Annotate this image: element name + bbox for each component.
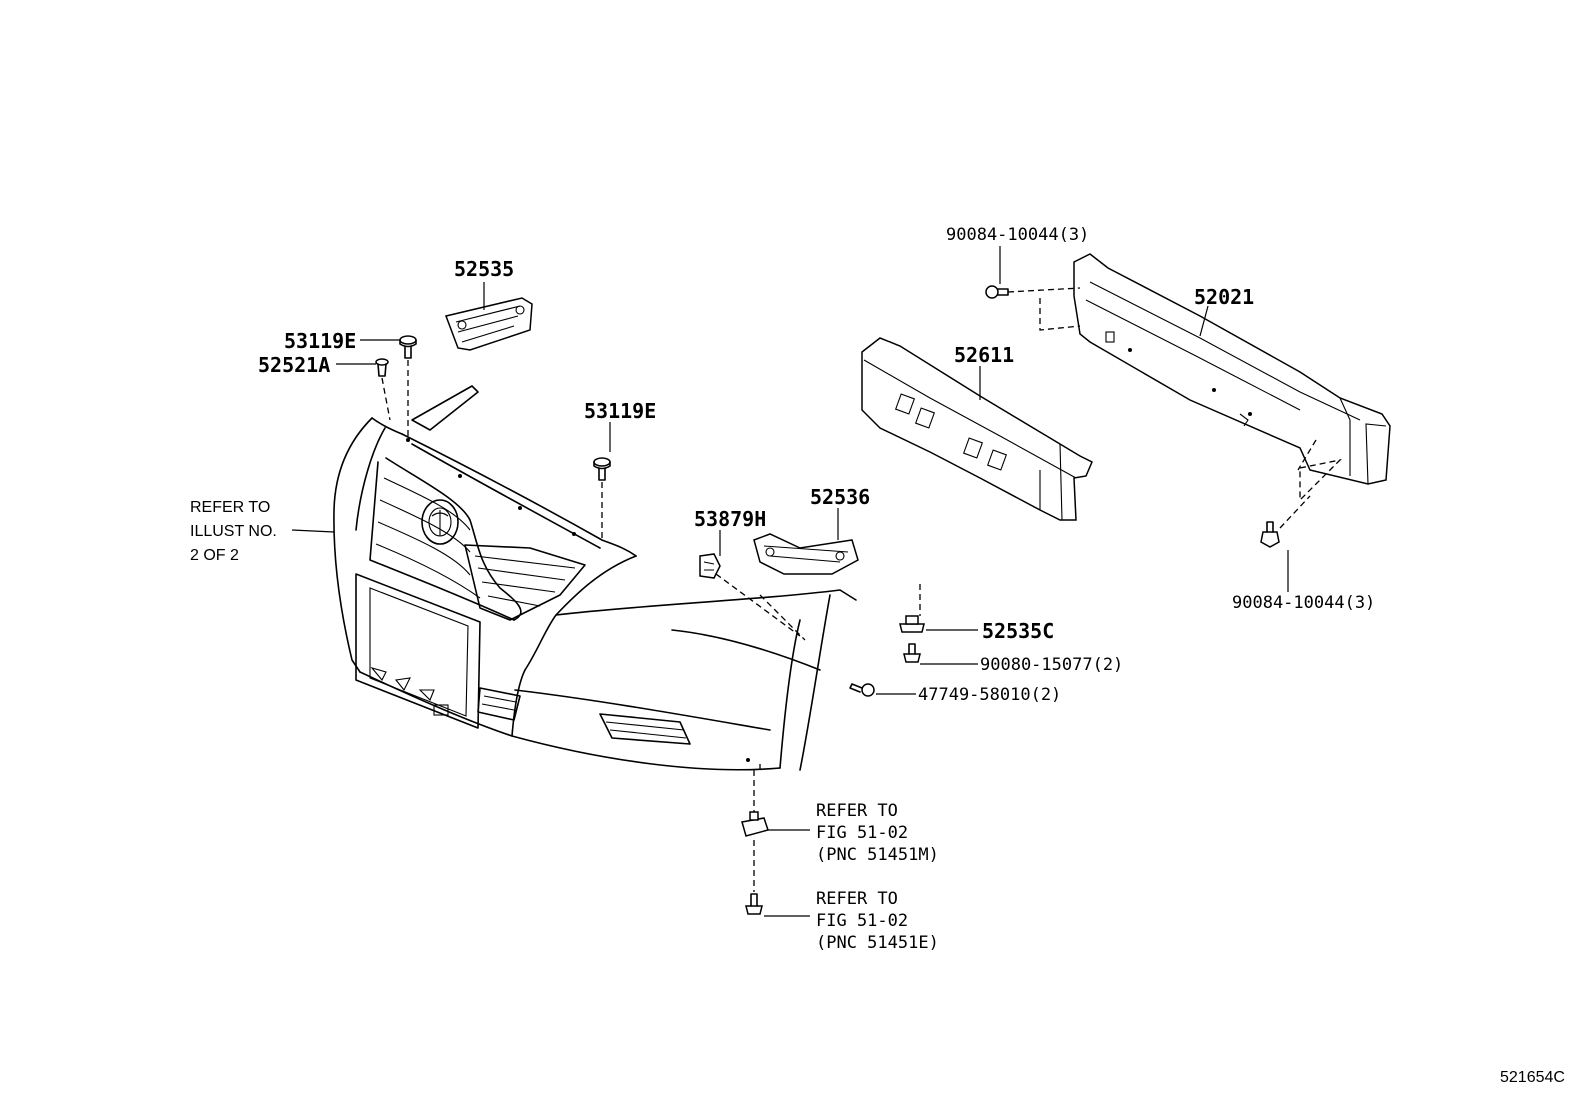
callout-90080: 90080-15077(2) <box>980 655 1123 675</box>
diagram-id: 521654C <box>1500 1069 1565 1086</box>
callout-52021: 52021 <box>1194 285 1254 309</box>
callout-52535c: 52535C <box>982 619 1054 643</box>
reinforcement-52021-drawing <box>1073 253 1391 485</box>
callout-53119e-top: 53119E <box>284 329 356 353</box>
note-line: REFER TO <box>816 801 898 821</box>
callout-53119e-mid: 53119E <box>584 399 656 423</box>
note-line: REFER TO <box>816 889 898 909</box>
leader-lines <box>291 246 1289 917</box>
callout-52521a: 52521A <box>258 353 330 377</box>
note-line: FIG 51-02 <box>816 823 908 843</box>
note-line: REFER TO <box>190 499 270 516</box>
callout-47749: 47749-58010(2) <box>918 685 1061 705</box>
callout-53879h: 53879H <box>694 507 766 531</box>
refer-fig-51451e-note: REFER TO FIG 51-02 (PNC 51451E) <box>816 889 939 953</box>
callout-52535: 52535 <box>454 257 514 281</box>
callout-labels: 52535 53119E 52521A 53119E 90084-10044(3… <box>258 225 1375 705</box>
callout-52536: 52536 <box>810 485 870 509</box>
bracket-52536-drawing <box>753 533 859 575</box>
refer-fig-51451m-note: REFER TO FIG 51-02 (PNC 51451M) <box>816 801 939 865</box>
note-line: (PNC 51451M) <box>816 845 939 865</box>
callout-90084-top: 90084-10044(3) <box>946 225 1089 245</box>
note-line: 2 OF 2 <box>190 547 239 564</box>
note-line: FIG 51-02 <box>816 911 908 931</box>
callout-90084-bottom: 90084-10044(3) <box>1232 593 1375 613</box>
note-line: ILLUST NO. <box>190 523 277 540</box>
callout-52611: 52611 <box>954 343 1014 367</box>
bumper-cover-drawing <box>333 385 857 771</box>
bracket-52535-drawing <box>444 297 533 351</box>
note-line: (PNC 51451E) <box>816 933 939 953</box>
absorber-52611-drawing <box>861 337 1093 521</box>
assembly-dash-lines <box>381 287 1342 892</box>
refer-illust-note: REFER TO ILLUST NO. 2 OF 2 <box>190 499 277 564</box>
